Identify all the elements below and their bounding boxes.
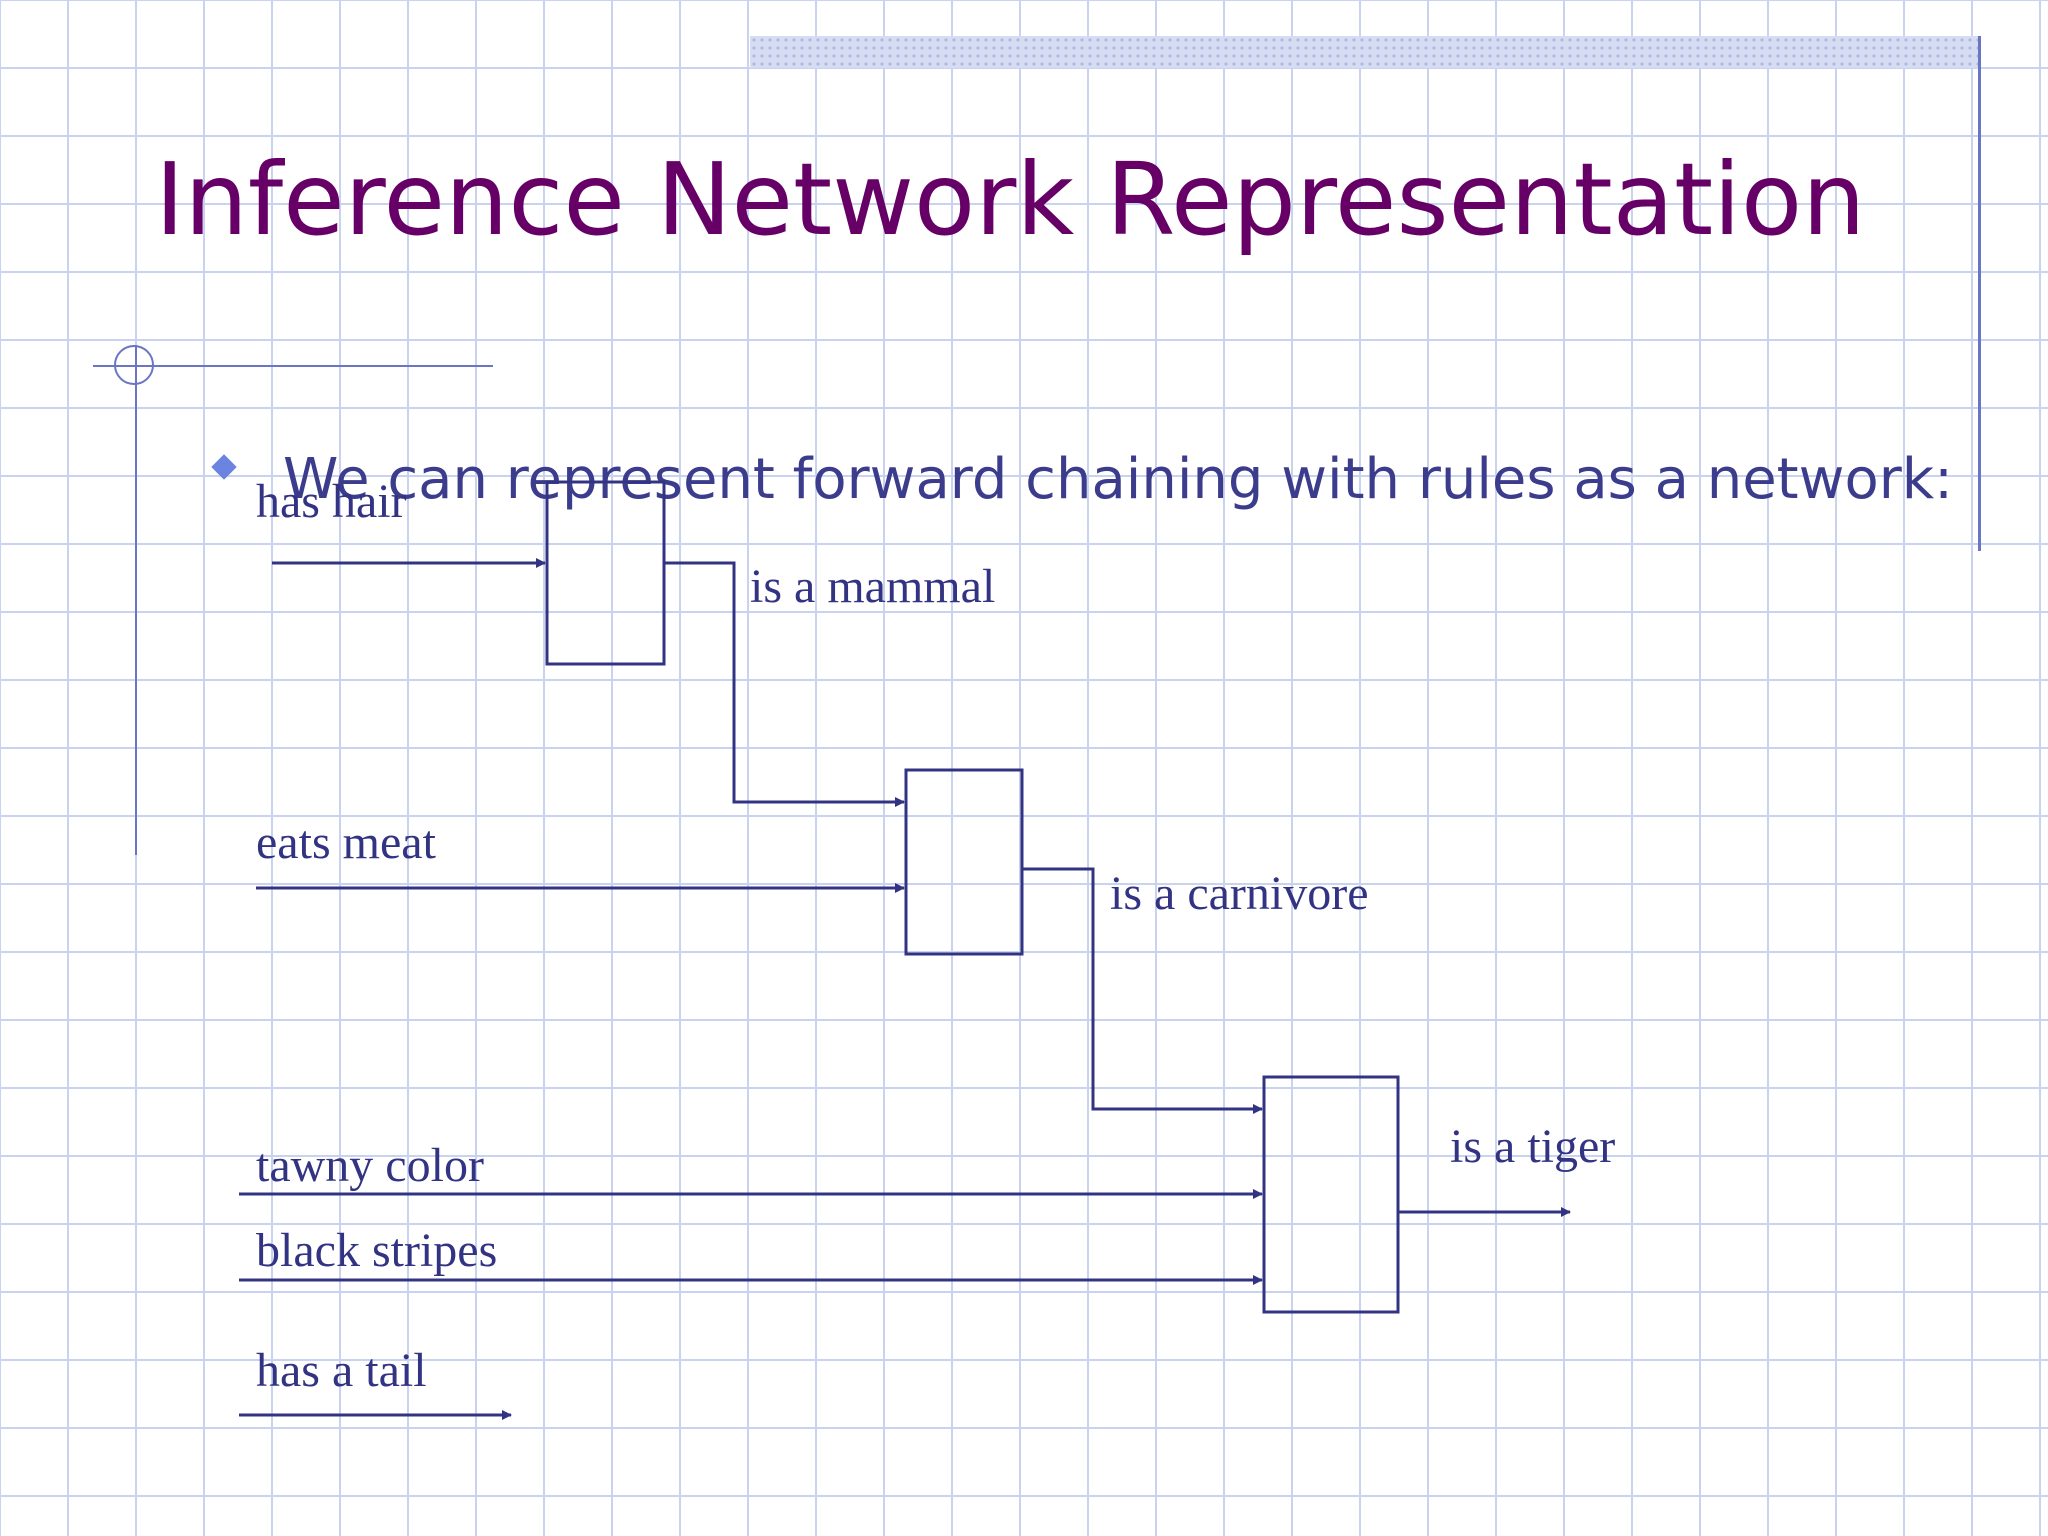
label-is-a-tiger: is a tiger — [1450, 1120, 1615, 1173]
bullet-text: We can represent forward chaining with r… — [283, 447, 1954, 512]
header-decorative-band — [750, 36, 1980, 68]
edge-mammal-to-carnivore — [664, 561, 905, 807]
label-has-hair: has hair — [256, 475, 407, 528]
crosshair-circle-icon — [114, 345, 154, 385]
rule-node-carnivore — [904, 768, 1024, 956]
label-is-a-mammal: is a mammal — [750, 560, 995, 613]
right-decorative-rule — [1978, 36, 1981, 551]
edge-carnivore-to-tiger — [1022, 867, 1263, 1114]
left-decorative-rule-vertical — [135, 345, 137, 855]
label-black-stripes: black stripes — [256, 1224, 497, 1277]
left-decorative-rule-horizontal — [93, 365, 493, 367]
label-has-a-tail: has a tail — [256, 1344, 427, 1397]
slide-title: Inference Network Representation — [155, 141, 1866, 258]
label-is-a-carnivore: is a carnivore — [1110, 867, 1369, 920]
rule-node-tiger — [1262, 1075, 1400, 1314]
label-eats-meat: eats meat — [256, 816, 437, 869]
rule-node-mammal — [545, 480, 666, 666]
label-tawny-color: tawny color — [256, 1139, 484, 1192]
